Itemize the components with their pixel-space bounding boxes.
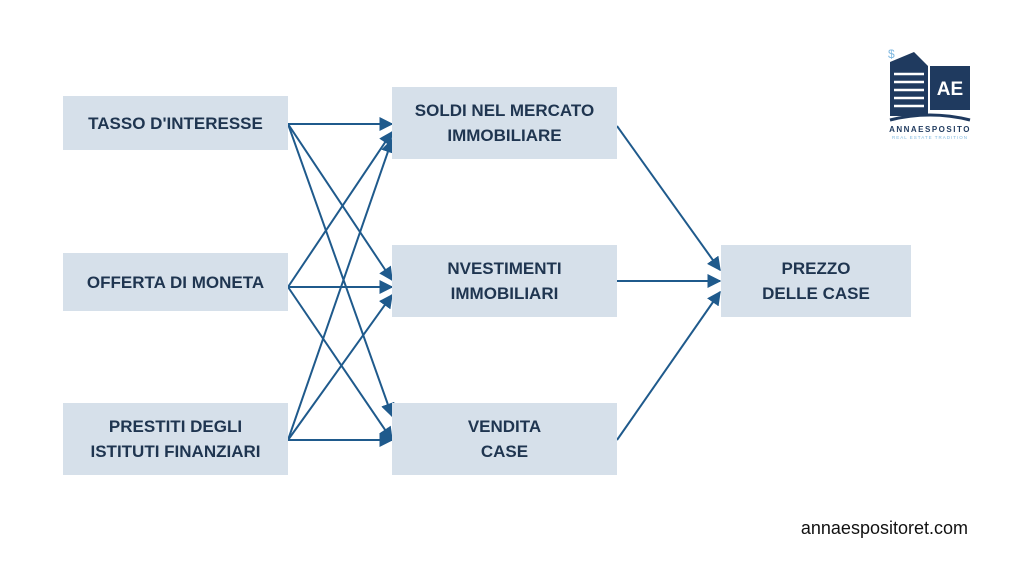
node-label-line-2: CASE	[480, 442, 529, 461]
node-prezzo-case: PREZZO DELLE CASE	[721, 245, 911, 317]
brand-tagline: REAL ESTATE TRADITION	[891, 135, 969, 140]
node-investimenti-immobiliari: NVESTIMENTI IMMOBILIARI	[392, 245, 617, 317]
node-label-line-1: SOLDI NEL MERCATO	[414, 101, 595, 120]
node-offerta-moneta: OFFERTA DI MONETA	[63, 253, 288, 311]
node-label: TASSO D'INTERESSE	[88, 113, 263, 133]
node-vendita-case: VENDITA CASE	[392, 403, 617, 475]
arrow-vendita-to-prezzo	[616, 290, 721, 441]
annaesposito-logo: $ AE	[888, 47, 971, 122]
node-label-line-2: IMMOBILIARI	[450, 284, 559, 303]
node-label-line-1: PRESTITI DEGLI	[108, 417, 243, 436]
node-label-line-1: PREZZO	[781, 259, 851, 278]
arrow-offerta-to-vendita	[287, 286, 393, 442]
arrow-tasso-to-vendita	[287, 123, 395, 418]
node-label-line-1: VENDITA	[467, 417, 542, 436]
node-label: OFFERTA DI MONETA	[86, 272, 265, 292]
brand-name: ANNAESPOSITO	[889, 125, 971, 134]
arrow-tasso-to-investimenti	[287, 123, 393, 282]
arrow-prestiti-to-investimenti	[287, 293, 393, 441]
dollar-icon: $	[888, 47, 895, 61]
arrow-offerta-to-soldi	[287, 130, 393, 288]
node-label-line-1: NVESTIMENTI	[447, 259, 562, 278]
node-label-line-2: IMMOBILIARE	[447, 126, 562, 145]
node-label-line-2: ISTITUTI FINANZIARI	[90, 442, 261, 461]
arrow-soldi-to-prezzo	[616, 125, 721, 272]
node-soldi-mercato: SOLDI NEL MERCATO IMMOBILIARE	[392, 87, 617, 159]
arrow-prestiti-to-soldi	[287, 138, 395, 441]
building-icon	[890, 52, 928, 116]
monogram-badge	[930, 66, 970, 110]
node-label-line-2: DELLE CASE	[762, 284, 870, 303]
website-url: annaespositoret.com	[800, 518, 968, 538]
node-tasso-interesse: TASSO D'INTERESSE	[63, 96, 288, 150]
node-prestiti-istituti: PRESTITI DEGLI ISTITUTI FINANZIARI	[63, 403, 288, 475]
monogram-text: AE	[937, 79, 963, 100]
